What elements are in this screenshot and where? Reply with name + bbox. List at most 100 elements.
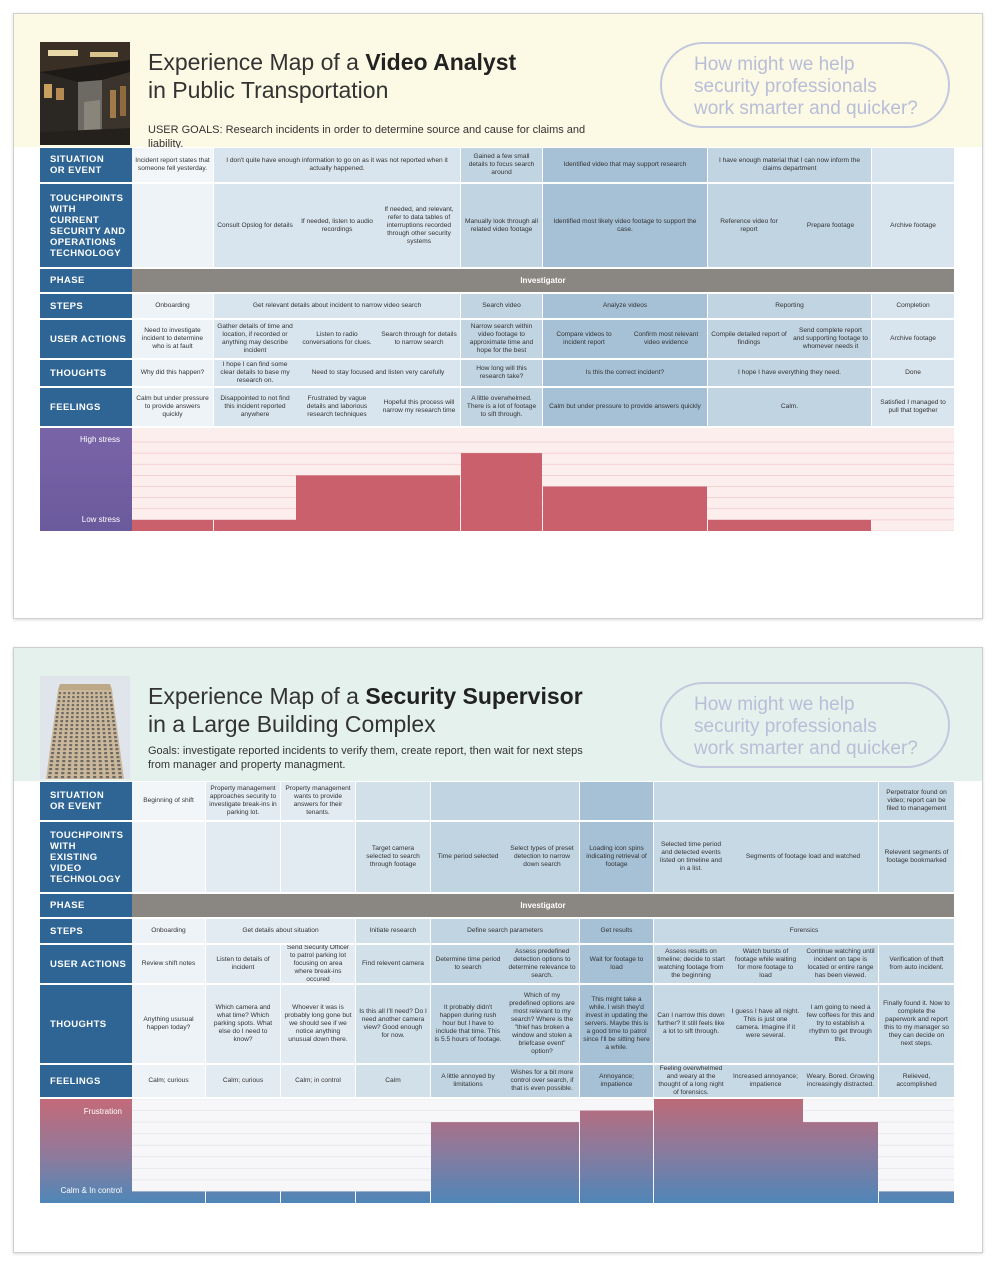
- building-window: [95, 704, 99, 707]
- graph-bar: [214, 519, 296, 531]
- building-window: [86, 712, 89, 715]
- building-window: [109, 696, 112, 699]
- building-window: [86, 744, 90, 747]
- building-window: [90, 692, 93, 695]
- action-cell: Compile detailed report of findings: [708, 320, 790, 358]
- action-cell: Gather details of time and location, if …: [214, 320, 296, 358]
- building-window: [75, 744, 78, 747]
- graph-bar: [728, 1099, 803, 1203]
- building-window: [77, 692, 80, 695]
- step-cell: Analyze videos: [543, 294, 707, 318]
- touchpoint-cell: Select types of preset detection to narr…: [505, 822, 579, 892]
- touchpoint-cell: [132, 822, 205, 892]
- thought-cell: Can I narrow this down further? It still…: [654, 985, 728, 1063]
- building-window: [111, 716, 115, 719]
- feeling-cell: A little overwhelmed. There is a lot of …: [461, 388, 542, 426]
- building-window: [105, 776, 110, 779]
- touchpoint-cell: Consult Opslog for details: [214, 184, 296, 267]
- building-window: [81, 692, 84, 695]
- feeling-cell: Calm but under pressure to provide answe…: [132, 388, 213, 426]
- graph-bar: [206, 1191, 280, 1203]
- building-window: [80, 736, 84, 739]
- graph-label-low: Low stress: [82, 515, 120, 524]
- action-cell: Listen to details of incident: [206, 945, 280, 983]
- graph-bar: [790, 519, 871, 531]
- step-cell: Forensics: [654, 919, 954, 943]
- situation-cell: [654, 782, 878, 820]
- label-line: OR EVENT: [50, 165, 102, 176]
- label-line: EXISTING: [50, 851, 98, 863]
- building-window: [48, 772, 52, 775]
- map-header: Experience Map of a Video Analyst in Pub…: [14, 14, 982, 150]
- graph-bar: [296, 475, 378, 531]
- building-window: [92, 768, 96, 771]
- action-cell: Listen to radio conversations for clues.: [296, 320, 378, 358]
- building-window: [61, 772, 65, 775]
- building-window: [57, 704, 60, 707]
- building-window: [91, 728, 95, 731]
- building-window: [91, 724, 95, 727]
- building-window: [112, 724, 116, 727]
- graph-bar: [378, 475, 460, 531]
- label-line: STEPS: [50, 925, 84, 937]
- building-window: [72, 696, 75, 699]
- label-line: SECURITY AND: [50, 225, 126, 237]
- building-window: [86, 748, 90, 751]
- building-window: [107, 728, 111, 731]
- title-context: in Public Transportation: [148, 77, 389, 103]
- building-window: [80, 744, 84, 747]
- graph-bar: [461, 453, 542, 531]
- building-window: [76, 712, 79, 715]
- building-window: [80, 776, 84, 779]
- building-window: [71, 708, 74, 711]
- building-window: [64, 732, 68, 735]
- step-cell: Completion: [872, 294, 954, 318]
- phase-band: Investigator: [132, 269, 954, 292]
- building-window: [104, 760, 108, 763]
- building-window: [112, 776, 116, 779]
- building-window: [108, 732, 111, 735]
- building-window: [67, 696, 70, 699]
- label-line: TOUCHPOINTS: [50, 829, 124, 841]
- building-window: [91, 708, 94, 711]
- building-window: [54, 772, 59, 775]
- building-window: [101, 712, 104, 715]
- thought-cell: Which of my predefined options are most …: [505, 985, 579, 1063]
- building-window: [57, 700, 61, 703]
- building-window: [50, 760, 54, 763]
- row-label-steps: STEPS: [40, 294, 132, 318]
- action-cell: Assess predefined detection options to d…: [505, 945, 579, 983]
- touchpoint-cell: Identified most likely video footage to …: [543, 184, 707, 267]
- building-window: [64, 728, 68, 731]
- label-line: TECHNOLOGY: [50, 247, 122, 259]
- building-window: [98, 760, 102, 763]
- building-window: [54, 776, 58, 779]
- step-cell: Reporting: [708, 294, 871, 318]
- action-cell: Find relevent camera: [356, 945, 430, 983]
- building-window: [50, 756, 54, 759]
- building-window: [74, 760, 78, 763]
- building-window: [57, 752, 60, 755]
- building-window: [53, 732, 57, 735]
- building-window: [69, 740, 73, 743]
- situation-cell: Identified video that may support resear…: [543, 148, 707, 182]
- building-window: [106, 716, 110, 719]
- building-window: [105, 700, 108, 703]
- building-window: [102, 736, 106, 739]
- label-line: WITH: [50, 840, 76, 852]
- feeling-cell: Calm; in control: [281, 1065, 355, 1097]
- graph-label-high: High stress: [80, 435, 120, 444]
- building-window: [108, 692, 112, 695]
- building-window: [111, 768, 115, 771]
- building-window: [70, 732, 73, 735]
- graph-bar: [356, 1191, 430, 1203]
- building-window: [67, 700, 70, 703]
- building-window: [107, 724, 111, 727]
- building-window: [71, 716, 74, 719]
- building-window: [96, 712, 99, 715]
- label-line: FEELINGS: [50, 401, 101, 413]
- building-window: [110, 708, 114, 711]
- building-window: [80, 756, 84, 759]
